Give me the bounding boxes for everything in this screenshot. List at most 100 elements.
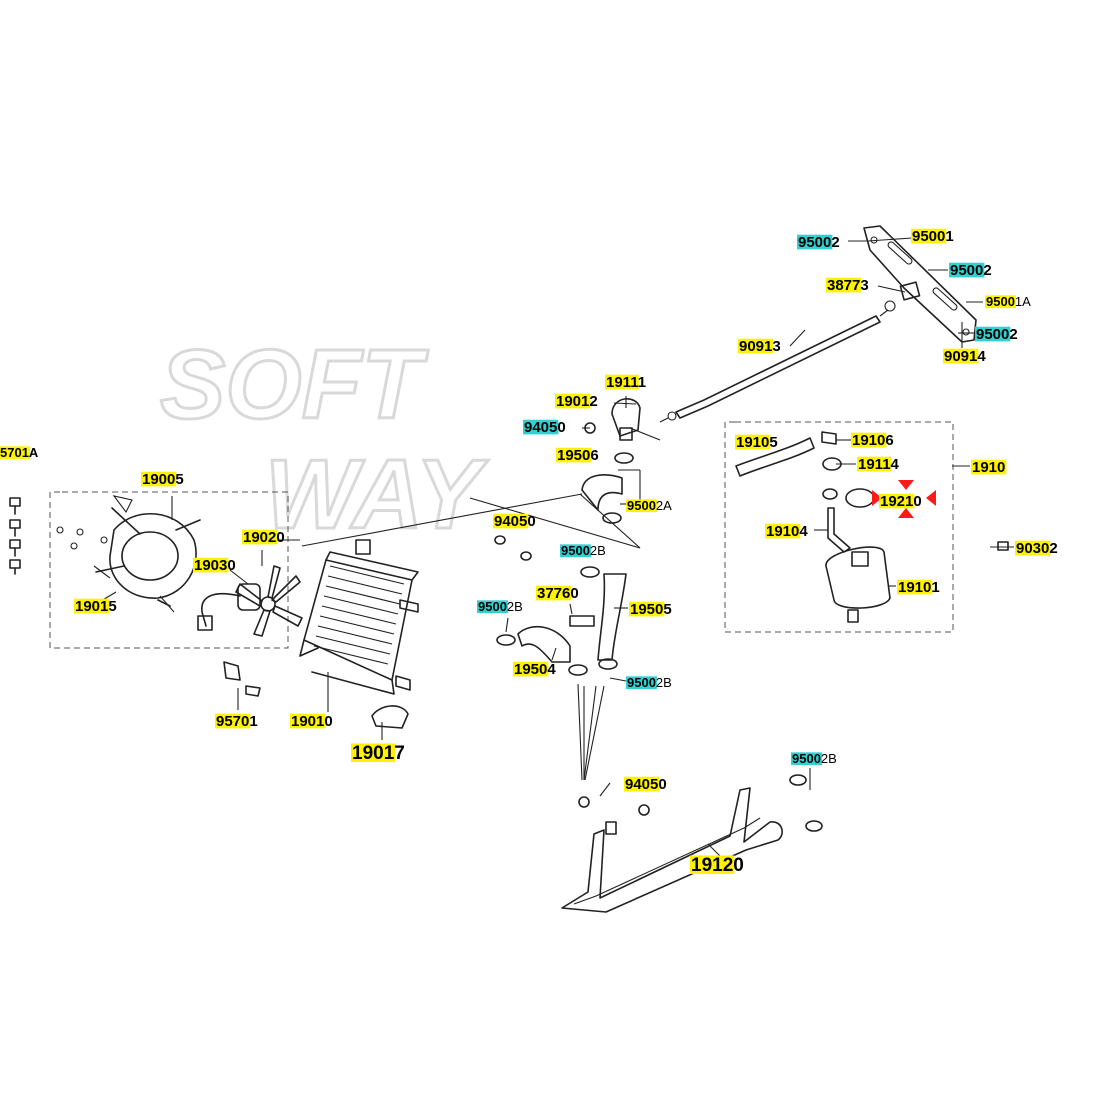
part-number: 95701: [216, 713, 258, 730]
label-highlight: [1015, 540, 1051, 556]
part-number-suffix: 2A: [656, 498, 672, 513]
bracket-part: [863, 225, 977, 343]
part-number: 95002: [798, 234, 840, 251]
marker-arrow-bottom: [898, 508, 914, 518]
part-number-main: 1910: [852, 432, 885, 449]
label-highlight: [556, 447, 592, 463]
label-highlight: [879, 493, 915, 509]
label-highlight: [791, 752, 822, 766]
part-number-main: 1900: [142, 471, 175, 488]
part-number-suffix: 3: [860, 277, 868, 294]
part-number-suffix: 0: [324, 713, 332, 730]
part-number-suffix: 4: [977, 348, 986, 365]
part-number-main: 9500: [912, 228, 945, 245]
part-label-l19505: 19505: [629, 601, 672, 618]
part-number: 95001: [912, 228, 954, 245]
label-highlight: [0, 446, 30, 460]
part-number-suffix: 0: [570, 585, 578, 602]
part-number-suffix: 6: [590, 447, 598, 464]
part-number-suffix: 0: [913, 493, 921, 510]
label-highlight: [605, 374, 639, 390]
part-number-suffix: 2B: [821, 751, 837, 766]
label-highlight: [857, 456, 892, 472]
part-number: 19210: [880, 493, 922, 510]
label-highlight: [626, 676, 657, 690]
part-label-l95701: 95701: [215, 713, 258, 730]
part-number: 19105: [736, 434, 778, 451]
reservoir-part: [735, 431, 1009, 623]
label-highlight: [985, 295, 1016, 309]
part-number-main: 1910: [898, 579, 931, 596]
label-highlight: [797, 234, 833, 250]
part-number: 90913: [739, 338, 781, 355]
part-number-suffix: 1: [249, 713, 257, 730]
part-label-l19104: 19104: [765, 523, 808, 540]
part-number: 94050: [494, 513, 536, 530]
part-number-suffix: 2: [1049, 540, 1057, 557]
part-number-main: 9500: [950, 262, 983, 279]
part-number-suffix: 7: [394, 743, 405, 764]
part-number-main: 1921: [880, 493, 913, 510]
part-label-l94050b: 94050: [493, 513, 536, 530]
part-number: 38773: [827, 277, 869, 294]
part-number: 95002A: [627, 498, 672, 513]
part-number-suffix: 2: [589, 393, 597, 410]
part-number-main: 1910: [766, 523, 799, 540]
part-number-suffix: 1: [931, 579, 939, 596]
part-label-l19101: 19101: [897, 579, 940, 596]
part-label-l95002d: 95002A: [626, 498, 672, 513]
part-number-suffix: 4: [891, 456, 900, 473]
part-label-l90914: 90914: [943, 348, 986, 365]
part-number-main: 1910: [736, 434, 769, 451]
radiator-part: [223, 539, 419, 729]
label-highlight: [690, 855, 735, 875]
part-number-suffix: 1A: [1015, 294, 1031, 309]
part-number-main: 9500: [976, 326, 1009, 343]
lower-pipe-part: [561, 774, 823, 913]
label-highlight: [242, 529, 278, 545]
part-number-main: 1902: [243, 529, 276, 546]
part-label-l19015: 19015: [74, 598, 117, 615]
part-label-l19105: 19105: [735, 434, 778, 451]
part-label-l19005: 19005: [141, 471, 184, 488]
part-label-l19106: 19106: [851, 432, 894, 449]
label-highlight: [477, 600, 508, 614]
part-number: 95002: [950, 262, 992, 279]
part-number: 19111: [606, 374, 646, 391]
watermark: SOFT WAY: [159, 328, 491, 551]
part-number-main: 1910: [972, 459, 1005, 476]
part-label-l95002c: 95002: [975, 326, 1018, 343]
part-number: 19505: [630, 601, 672, 618]
part-number-suffix: 0: [276, 529, 284, 546]
part-number-main: 5701: [0, 445, 29, 460]
part-number: 5701A: [0, 445, 39, 460]
highlight-marker: [872, 480, 936, 518]
part-number: 94050: [524, 419, 566, 436]
part-label-l19114: 19114: [857, 456, 900, 473]
part-label-l19506: 19506: [556, 447, 599, 464]
part-number-main: 9091: [739, 338, 772, 355]
label-highlight: [949, 262, 985, 278]
part-number: 19012: [556, 393, 598, 410]
marker-arrow-right: [926, 490, 936, 506]
part-number: 19120: [691, 855, 744, 876]
part-label-l95002f: 95002B: [477, 599, 523, 614]
part-label-l19017: 19017: [351, 743, 405, 764]
part-number-main: 9500: [561, 543, 590, 558]
part-number-main: 1950: [630, 601, 663, 618]
label-highlight: [626, 499, 657, 513]
label-highlight: [735, 434, 771, 450]
label-highlight: [536, 585, 572, 601]
part-number-suffix: 5: [175, 471, 183, 488]
part-number-main: 1901: [352, 743, 395, 764]
part-label-l19111: 19111: [605, 374, 646, 391]
part-number-main: 9500: [792, 751, 821, 766]
part-number-main: 3877: [827, 277, 860, 294]
part-number-suffix: 4: [799, 523, 808, 540]
label-highlight: [513, 661, 549, 677]
part-label-l95002e: 95002B: [560, 543, 606, 558]
label-highlight: [629, 601, 665, 617]
part-number-suffix: 4: [547, 661, 556, 678]
